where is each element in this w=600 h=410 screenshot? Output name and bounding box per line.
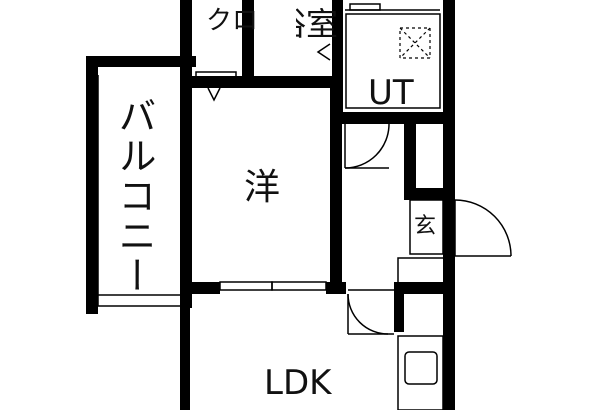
closet-right-wall	[242, 0, 254, 88]
ut-box	[345, 13, 441, 109]
ut-top-window	[349, 3, 381, 11]
entrance-door-arc	[454, 199, 512, 257]
balcony-label: バルコニー	[112, 96, 156, 296]
closet-label: クロ	[206, 6, 259, 36]
entrance-step	[409, 199, 444, 255]
storage-left-wall	[404, 124, 416, 200]
balcony-top-wall	[86, 56, 196, 67]
ut-bottom-wall	[343, 112, 443, 124]
western-door-1	[219, 281, 273, 291]
walls	[86, 0, 455, 410]
ldk-label: LDK	[264, 363, 332, 403]
closet-left-wall	[180, 0, 192, 88]
kitchen-sink	[404, 351, 438, 385]
kitchen-counter	[397, 335, 444, 410]
entrance-edge	[397, 257, 443, 282]
bath-right-wall	[332, 0, 343, 124]
right-outer-wall	[443, 0, 455, 410]
western-bottom-wall-right	[326, 282, 346, 294]
ldk-door-arc	[347, 293, 389, 335]
balcony-outer-wall	[86, 56, 98, 314]
western-door-2	[271, 281, 327, 291]
western-bottom-wall-left	[180, 282, 220, 294]
closet-door-mark	[207, 87, 221, 102]
ldk-door-post	[394, 282, 404, 332]
washer-mark	[399, 27, 431, 59]
western-room-label: 洋	[244, 167, 281, 208]
storage-bottom-wall	[404, 188, 455, 200]
ut-label: UT	[368, 73, 414, 113]
closet-door	[195, 71, 237, 81]
ldk-left-wall	[180, 294, 190, 410]
entrance-label: 玄	[414, 214, 437, 239]
washer-box	[399, 27, 431, 59]
entrance-bottom-wall	[394, 282, 455, 294]
balcony-rail	[97, 75, 180, 307]
bath-door-mark	[316, 43, 331, 61]
western-right-wall	[330, 88, 342, 294]
thin-lines	[97, 3, 512, 410]
bathroom-label: 浴室	[274, 5, 339, 43]
bath-bottom-wall	[180, 76, 343, 88]
ut-door-arc	[344, 123, 390, 169]
